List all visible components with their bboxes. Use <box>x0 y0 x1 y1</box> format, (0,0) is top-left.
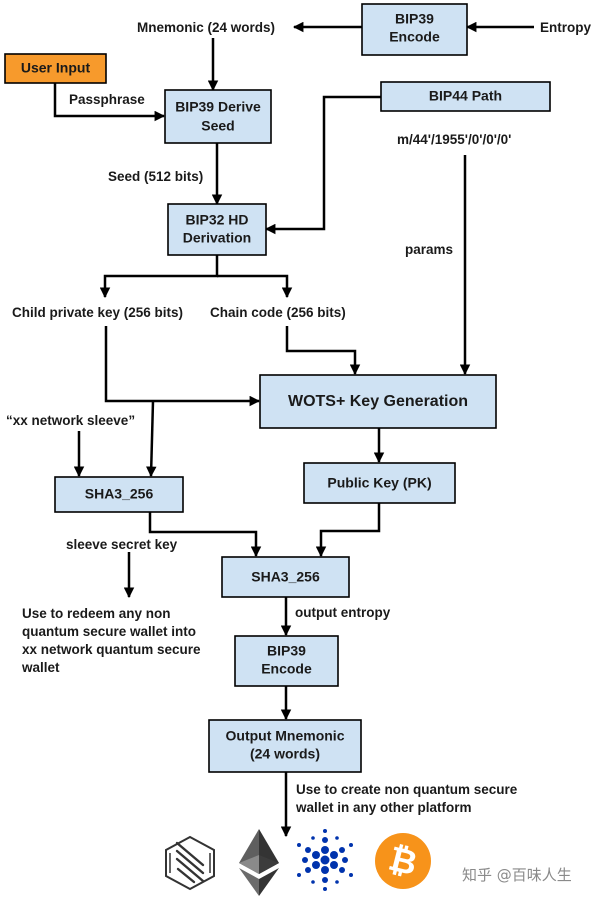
user-input-box: User Input <box>4 53 107 84</box>
wots-key-generation-box: WOTS+ Key Generation <box>259 374 497 429</box>
arrow-child-key-to-sha3 <box>146 400 157 478</box>
xx-network-logo-icon <box>165 835 215 891</box>
bip39-encode-top-line1: BIP39 <box>395 11 434 27</box>
bip39-encode-top-box: BIP39 Encode <box>361 3 468 56</box>
create-note-line2: wallet in any other platform <box>295 800 472 815</box>
bip32-hd-derivation-box: BIP32 HD Derivation <box>167 203 267 256</box>
sha3-256-left-label: SHA3_256 <box>85 486 154 502</box>
bip39-derive-seed-line2: Seed <box>201 118 234 134</box>
params-label: params <box>405 242 453 257</box>
bip32-hd-line2: Derivation <box>183 230 251 246</box>
arrow-bip32-split-left <box>99 255 219 299</box>
connectors <box>53 21 534 838</box>
labels: Entropy Mnemonic (24 words) Passphrase m… <box>6 20 591 815</box>
arrow-bip32-split-right <box>217 274 293 299</box>
child-private-key-label: Child private key (256 bits) <box>12 305 183 320</box>
output-entropy-label: output entropy <box>295 605 391 620</box>
watermark-text: 知乎 @百味人生 <box>462 866 572 884</box>
arrow-bip44-to-bip32 <box>264 95 381 235</box>
sha3-256-center-box: SHA3_256 <box>221 556 350 598</box>
bip39-encode-bottom-line2: Encode <box>261 661 312 677</box>
cardano-logo-icon <box>297 829 353 891</box>
arrow-user-input-to-derive <box>53 82 166 122</box>
bip32-hd-line1: BIP32 HD <box>185 212 248 228</box>
derivation-path-label: m/44'/1955'/0'/0'/0' <box>397 132 511 147</box>
sleeve-secret-key-label: sleeve secret key <box>66 537 178 552</box>
redeem-note-line4: wallet <box>21 660 60 675</box>
bitcoin-logo-icon: ₿ <box>375 833 431 889</box>
sha3-256-center-label: SHA3_256 <box>251 569 320 585</box>
passphrase-label: Passphrase <box>69 92 145 107</box>
redeem-note-line2: quantum secure wallet into <box>22 624 196 639</box>
arrow-chain-code-to-wots <box>285 326 361 376</box>
ethereum-logo-icon <box>239 829 279 896</box>
xx-network-sleeve-label: “xx network sleeve” <box>6 413 135 428</box>
bip39-derive-seed-line1: BIP39 Derive <box>175 99 261 115</box>
bip39-encode-bottom-line1: BIP39 <box>267 643 306 659</box>
bip44-path-box: BIP44 Path <box>380 81 551 112</box>
create-note-line1: Use to create non quantum secure <box>296 782 518 797</box>
output-mnemonic-line1: Output Mnemonic <box>226 728 345 744</box>
seed-512-bits-label: Seed (512 bits) <box>108 169 203 184</box>
public-key-box: Public Key (PK) <box>303 462 456 504</box>
output-mnemonic-line2: (24 words) <box>250 746 320 762</box>
bip44-path-label: BIP44 Path <box>429 88 502 104</box>
arrow-pk-to-sha3-center <box>315 503 381 558</box>
redeem-note-line3: xx network quantum secure <box>22 642 201 657</box>
arrow-child-key-to-wots <box>104 326 261 407</box>
entropy-label: Entropy <box>540 20 591 35</box>
public-key-label: Public Key (PK) <box>327 475 431 491</box>
redeem-note-line1: Use to redeem any non <box>22 606 171 621</box>
bip39-derive-seed-box: BIP39 Derive Seed <box>164 89 272 144</box>
output-mnemonic-box: Output Mnemonic (24 words) <box>208 719 362 773</box>
bip39-encode-bottom-box: BIP39 Encode <box>234 635 339 687</box>
sha3-256-left-box: SHA3_256 <box>54 476 184 513</box>
wots-key-generation-label: WOTS+ Key Generation <box>288 393 468 410</box>
chain-code-label: Chain code (256 bits) <box>210 305 346 320</box>
arrow-sha3-left-to-center <box>148 512 262 558</box>
bip39-encode-top-line2: Encode <box>389 29 440 45</box>
user-input-label: User Input <box>21 60 91 76</box>
mnemonic-24-words-label: Mnemonic (24 words) <box>137 20 275 35</box>
